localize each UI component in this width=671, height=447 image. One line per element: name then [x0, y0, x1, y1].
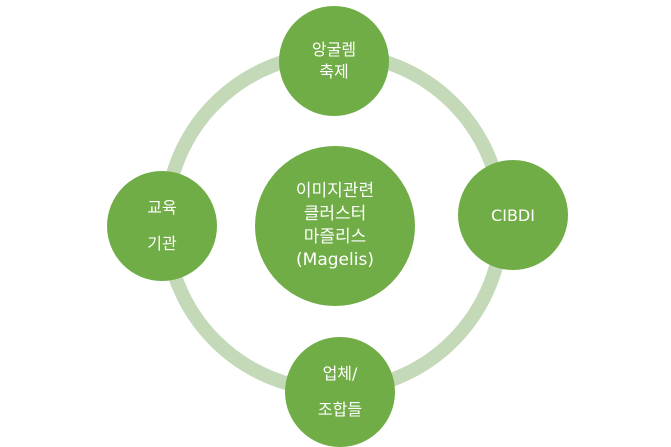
node-label-line: 교육: [147, 198, 177, 217]
node-companies-unions: 업체/ 조합들: [285, 337, 395, 447]
node-label-line: 앙굴렘: [311, 40, 357, 59]
node-label-line: 클러스터: [303, 204, 367, 224]
node-cibdi: CIBDI: [458, 160, 568, 270]
node-label-line: 조합들: [317, 400, 363, 419]
node-label-line: 이미지관련: [295, 181, 375, 201]
node-angouleme-festival: 앙굴렘 축제: [279, 6, 389, 116]
node-center-magelis: 이미지관련 클러스터 마즐리스 (Magelis): [255, 146, 415, 306]
node-label-line: (Magelis): [296, 250, 374, 270]
node-label-line: 축제: [319, 62, 349, 81]
node-label-line: CIBDI: [491, 205, 535, 225]
node-education-institutions: 교육 기관: [107, 171, 217, 281]
node-label-line: 마즐리스: [303, 227, 367, 247]
node-label-line: 업체/: [322, 364, 358, 383]
node-label-line: 기관: [147, 234, 177, 253]
